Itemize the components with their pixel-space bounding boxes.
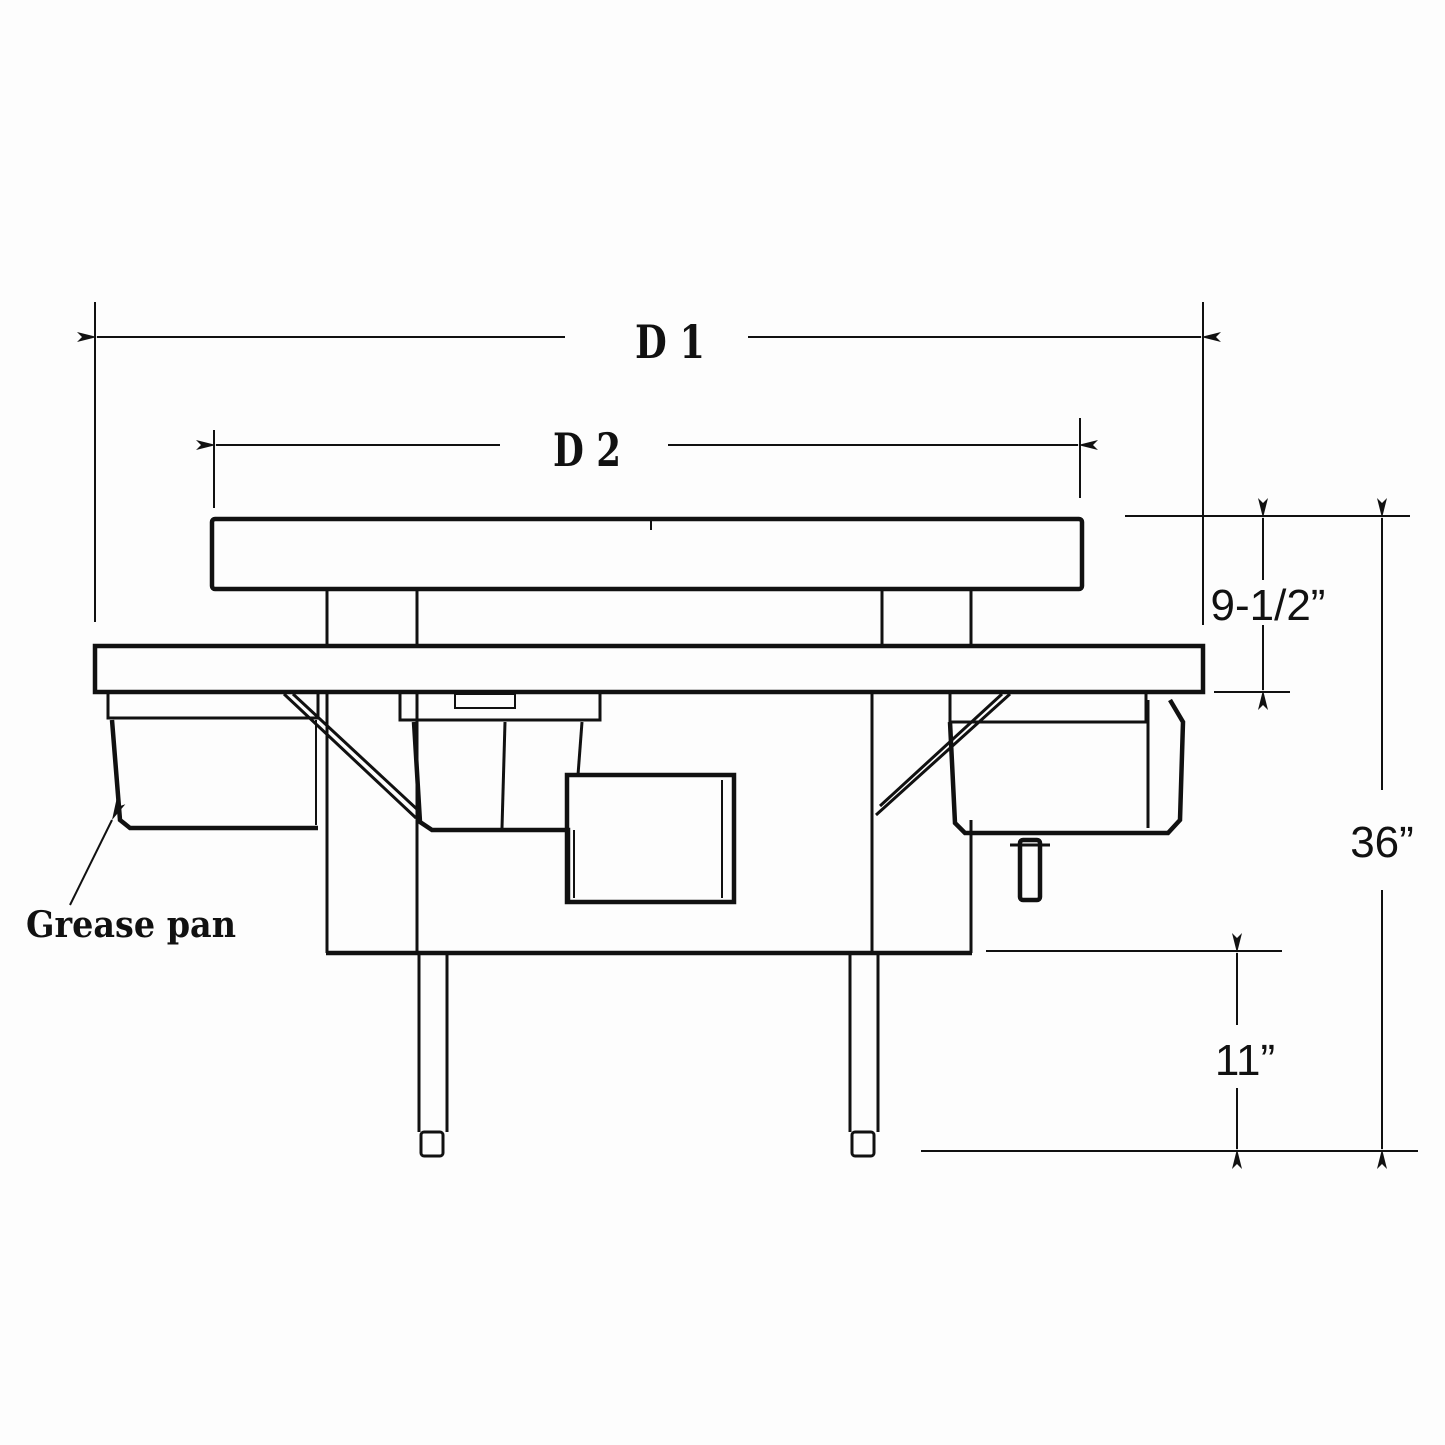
braces — [282, 692, 1012, 820]
d2-label: D 2 — [553, 423, 621, 477]
dimension-d1: D 1 — [77, 302, 1221, 625]
leg-foot-right — [850, 1130, 876, 1158]
legs — [417, 953, 880, 1158]
drain-valve — [1017, 837, 1043, 903]
leg-foot-left — [419, 1130, 445, 1158]
dimension-leg-height: 11” — [921, 933, 1418, 1169]
grease-pan-right — [947, 690, 1186, 903]
grease-pan-center — [398, 690, 602, 902]
upper-plate — [209, 516, 1085, 592]
d1-label: D 1 — [635, 315, 705, 369]
dimension-upper-height: 9-1/2” — [1125, 498, 1410, 710]
total-height-label: 36” — [1350, 818, 1414, 867]
upper-height-label: 9-1/2” — [1211, 581, 1326, 630]
dimension-d2: D 2 — [196, 418, 1098, 508]
dimension-total-height: 36” — [1350, 498, 1414, 1169]
access-panel — [564, 772, 737, 905]
main-table-top — [92, 643, 1206, 695]
grease-pan-label: Grease pan — [26, 904, 236, 946]
leg-height-label: 11” — [1215, 1036, 1275, 1085]
upper-tier — [209, 516, 1085, 645]
callout-arrow-icon — [69, 799, 126, 906]
grease-pan-left — [106, 690, 320, 831]
grease-pan-callout: Grease pan — [26, 799, 236, 946]
